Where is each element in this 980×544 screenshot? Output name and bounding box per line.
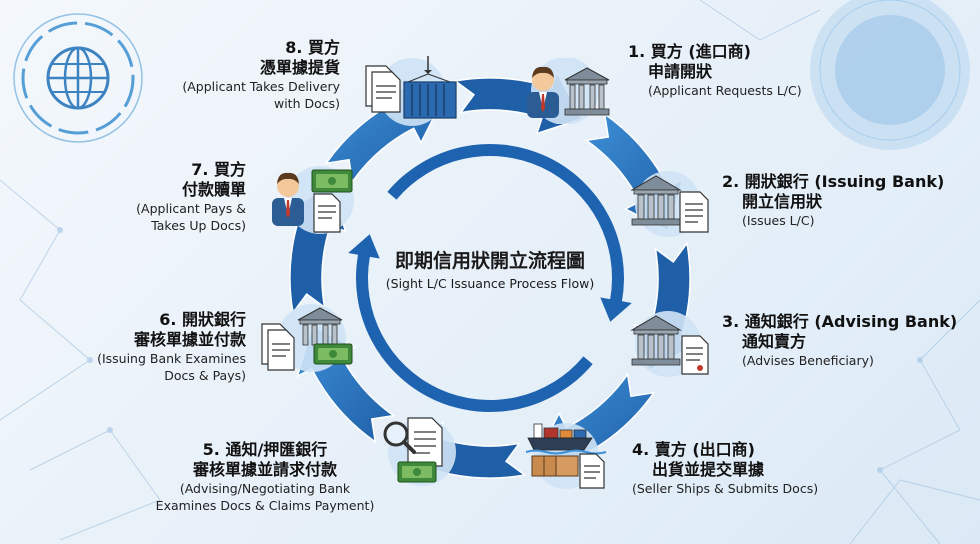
container-icon [403, 56, 457, 119]
bank-icon [564, 67, 610, 116]
step-1-english: (Applicant Requests L/C) [648, 83, 802, 98]
icon-group-step-4 [526, 423, 607, 489]
person-icon [272, 172, 304, 226]
step-5-english-1: (Advising/Negotiating Bank [179, 481, 351, 496]
globe-icon [13, 13, 143, 143]
step-8: 8. 買方 憑單據提貨 (Applicant Takes Delivery wi… [150, 38, 340, 112]
step-6-action: 審核單據並付款 [133, 330, 246, 349]
document-icon [407, 417, 443, 467]
step-1-action: 申請開狀 [648, 62, 713, 81]
document-icon [261, 323, 295, 371]
step-4-title: 4. 賣方 (出口商) [632, 440, 755, 459]
money-icon [397, 461, 437, 483]
money-icon [311, 169, 353, 193]
step-5-english-2: Examines Docs & Claims Payment) [155, 498, 375, 513]
step-7: 7. 買方 付款贖單 (Applicant Pays & Takes Up Do… [80, 160, 246, 234]
step-4: 4. 賣方 (出口商) 出貨並提交單據 (Seller Ships & Subm… [632, 440, 818, 497]
icon-group-step-6 [261, 304, 353, 372]
document-icon [365, 65, 401, 113]
step-7-title: 7. 買方 [191, 160, 246, 179]
inner-cycle-arrow [387, 144, 632, 322]
document-icon [313, 193, 341, 233]
step-2-action: 開立信用狀 [742, 192, 823, 211]
step-5-title: 5. 通知/押匯銀行 [202, 440, 328, 459]
step-1: 1. 買方 (進口商) 申請開狀 (Applicant Requests L/C… [628, 42, 802, 99]
step-8-english-1: (Applicant Takes Delivery [182, 79, 340, 94]
step-8-title: 8. 買方 [285, 38, 340, 57]
step-3-title: 3. 通知銀行 (Advising Bank) [722, 312, 958, 331]
step-2-english: (Issues L/C) [742, 213, 815, 228]
step-2-title: 2. 開狀銀行 (Issuing Bank) [722, 172, 945, 191]
person-icon [527, 66, 559, 118]
bank-icon [630, 315, 682, 366]
bank-icon [297, 307, 343, 346]
step-3-action: 通知賣方 [742, 332, 807, 351]
document-icon [681, 335, 709, 375]
ship-icon [526, 423, 607, 455]
icon-group-step-5 [383, 417, 456, 486]
money-icon [313, 343, 353, 365]
step-6-title: 6. 開狀銀行 [159, 310, 246, 329]
step-7-english-2: Takes Up Docs) [151, 218, 246, 233]
step-8-english-2: with Docs) [273, 96, 340, 111]
icon-group-step-8 [365, 56, 457, 126]
icon-group-step-3 [630, 311, 709, 377]
step-3-english: (Advises Beneficiary) [742, 353, 874, 368]
diagram-title: 即期信用狀開立流程圖 [394, 250, 585, 272]
tech-globe-decoration [810, 0, 970, 150]
inner-cycle-arrow [348, 234, 593, 413]
document-icon [679, 191, 709, 233]
step-1-title: 1. 買方 (進口商) [628, 42, 751, 61]
magnifier-icon [383, 421, 416, 454]
step-7-english-1: (Applicant Pays & [136, 201, 246, 216]
box-icon [531, 455, 579, 477]
icon-group-step-2 [630, 171, 709, 237]
step-6-english-2: Docs & Pays) [164, 368, 246, 383]
diagram-subtitle: (Sight L/C Issuance Process Flow) [385, 276, 595, 291]
bank-icon [630, 175, 682, 226]
step-7-action: 付款贖單 [181, 180, 246, 199]
step-3: 3. 通知銀行 (Advising Bank) 通知賣方 (Advises Be… [722, 312, 957, 369]
step-5: 5. 通知/押匯銀行 審核單據並請求付款 (Advising/Negotiati… [130, 440, 400, 514]
icon-group-step-1 [527, 58, 610, 124]
icon-group-step-7 [272, 166, 354, 234]
step-4-english: (Seller Ships & Submits Docs) [632, 481, 819, 496]
step-4-action: 出貨並提交單據 [652, 460, 765, 479]
step-6: 6. 開狀銀行 審核單據並付款 (Issuing Bank Examines D… [60, 310, 246, 384]
step-2: 2. 開狀銀行 (Issuing Bank) 開立信用狀 (Issues L/C… [722, 172, 944, 229]
step-8-action: 憑單據提貨 [259, 58, 340, 77]
step-5-action: 審核單據並請求付款 [192, 460, 337, 479]
step-6-english-1: (Issuing Bank Examines [97, 351, 246, 366]
document-icon [579, 453, 605, 489]
